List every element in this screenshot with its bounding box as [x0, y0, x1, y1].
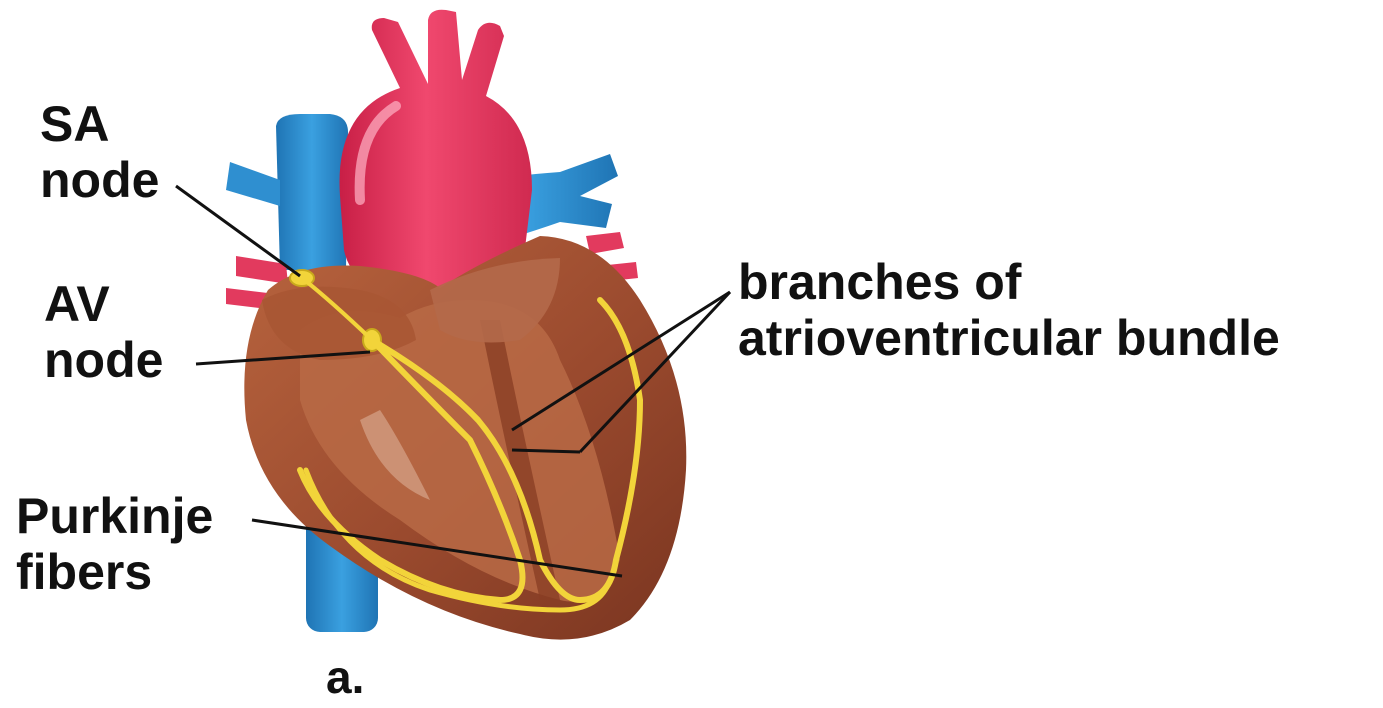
branches-label-line1: branches of	[738, 254, 1280, 310]
av-node-label: AV node	[44, 276, 163, 388]
sa-node-label-line1: SA	[40, 96, 159, 152]
pulmonary-vein-right	[586, 232, 624, 254]
sa-node-label: SA node	[40, 96, 159, 208]
branches-label: branches of atrioventricular bundle	[738, 254, 1280, 366]
superior-vena-cava	[276, 114, 348, 270]
av-node-label-line1: AV	[44, 276, 163, 332]
purkinje-label-line2: fibers	[16, 544, 213, 600]
av-node-label-line2: node	[44, 332, 163, 388]
purkinje-label: Purkinje fibers	[16, 488, 213, 600]
vein-branch-left	[226, 162, 280, 206]
branches-leader-base	[512, 450, 580, 452]
purkinje-label-line1: Purkinje	[16, 488, 213, 544]
panel-label: a.	[326, 652, 364, 702]
branches-label-line2: atrioventricular bundle	[738, 310, 1280, 366]
sa-node-label-line2: node	[40, 152, 159, 208]
